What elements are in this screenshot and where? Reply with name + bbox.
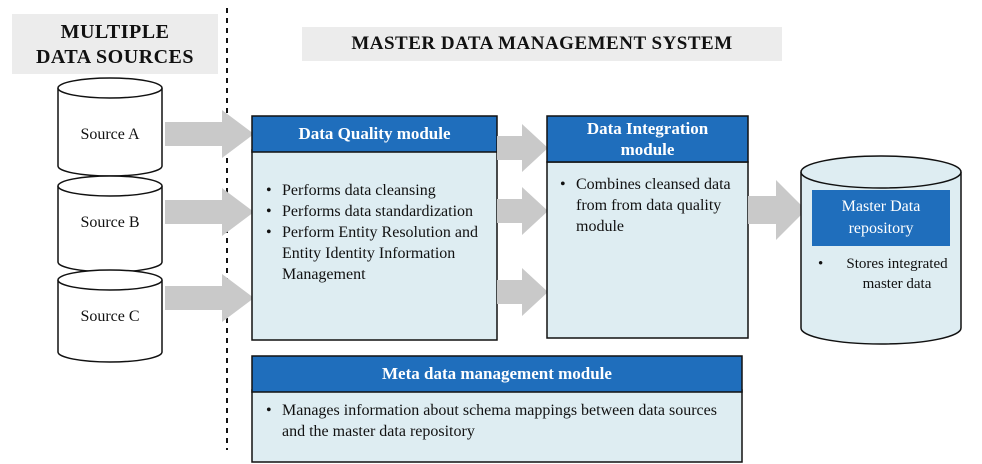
arrow-source-a	[165, 110, 254, 158]
source-a-label: Source A	[80, 126, 140, 143]
metadata-list: Manages information about schema mapping…	[262, 400, 722, 442]
source-c-label: Source C	[80, 308, 140, 325]
data-quality-item: Performs data cleansing	[262, 180, 492, 201]
repository-list: Stores integrated master data	[814, 254, 960, 294]
metadata-title: Meta data management module	[382, 364, 612, 383]
data-integration-title: Data Integration module	[586, 119, 709, 159]
repository-item: Stores integrated master data	[814, 254, 960, 294]
arrow-di-repo	[748, 180, 806, 240]
source-cylinder-b	[57, 175, 163, 273]
heading-mdm-system: MASTER DATA MANAGEMENT SYSTEM	[302, 27, 782, 61]
data-integration-list: Combines cleansed data from from data qu…	[556, 174, 742, 237]
data-integration-item: Combines cleansed data from from data qu…	[556, 174, 742, 237]
data-quality-title: Data Quality module	[298, 124, 451, 143]
data-quality-item: Performs data standardization	[262, 201, 492, 222]
arrow-source-b	[165, 188, 254, 236]
source-cylinder-c	[57, 269, 163, 363]
arrow-dq-di-2	[497, 187, 548, 235]
arrow-dq-di-3	[497, 268, 548, 316]
repository-title: Master Data repository	[841, 198, 921, 237]
source-b-label: Source B	[80, 214, 140, 231]
arrow-dq-di-1	[497, 124, 548, 172]
data-quality-list: Performs data cleansing Performs data st…	[262, 180, 492, 285]
metadata-item: Manages information about schema mapping…	[262, 400, 722, 442]
arrow-source-c	[165, 274, 254, 322]
data-quality-item: Perform Entity Resolution and Entity Ide…	[262, 222, 492, 285]
repository-cylinder	[800, 155, 962, 345]
source-cylinder-a	[57, 77, 163, 177]
heading-multiple-data-sources: MULTIPLE DATA SOURCES	[12, 14, 218, 74]
